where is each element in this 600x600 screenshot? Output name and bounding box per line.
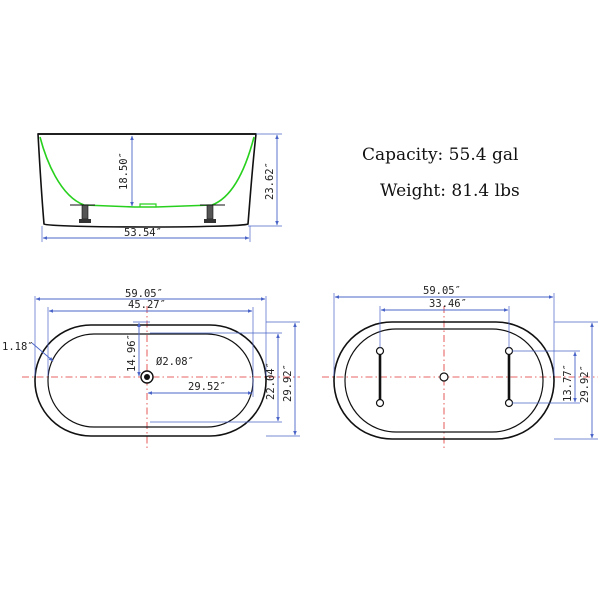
top-inner-length-label: 45.27″ <box>128 299 166 311</box>
side-depth-label: 18.50″ <box>118 152 130 190</box>
side-view-drain <box>139 203 157 207</box>
capacity-text: Capacity: 55.4 gal <box>362 145 518 165</box>
bottom-feet-length-label: 13.77″ <box>562 364 574 402</box>
bottom-feet-spacing-label: 33.46″ <box>429 298 467 310</box>
bottom-outer-width-label: 29.92″ <box>579 365 591 403</box>
top-view: 59.05″ 45.27″ 1.18″ 14.96″ Ø2.08″ 29.52″… <box>2 288 300 450</box>
top-drain-offset-label: 14.96″ <box>126 334 138 372</box>
top-outer-length-label: 59.05″ <box>125 288 163 300</box>
top-inner-width-label: 22.04″ <box>265 362 277 400</box>
top-outer-width-label: 29.92″ <box>282 364 294 402</box>
top-drain-diameter-label: Ø2.08″ <box>156 356 194 368</box>
bottom-view: 59.05″ 33.46″ 13.77″ 29.92″ <box>322 285 598 450</box>
side-view-foot-left <box>70 204 95 223</box>
specs: Capacity: 55.4 gal Weight: 81.4 lbs <box>362 145 520 201</box>
bottom-view-outer-rim <box>333 321 555 440</box>
side-view: 18.50″ 23.62″ 53.54″ <box>37 133 282 242</box>
bottom-outer-length-label: 59.05″ <box>423 285 461 297</box>
side-height-label: 23.62″ <box>264 162 276 200</box>
bottom-view-foot-left <box>375 346 385 408</box>
bottom-view-base <box>344 328 544 433</box>
side-view-shell <box>37 133 257 228</box>
bottom-view-drain <box>439 372 449 382</box>
top-view-outer-rim <box>34 324 267 437</box>
side-view-inner-basin <box>39 136 255 208</box>
side-view-foot-right <box>200 204 225 223</box>
side-length-label: 53.54″ <box>124 227 162 239</box>
top-drain-to-end-label: 29.52″ <box>188 381 226 393</box>
top-rim-label: 1.18″ <box>2 341 34 353</box>
weight-text: Weight: 81.4 lbs <box>380 181 520 201</box>
